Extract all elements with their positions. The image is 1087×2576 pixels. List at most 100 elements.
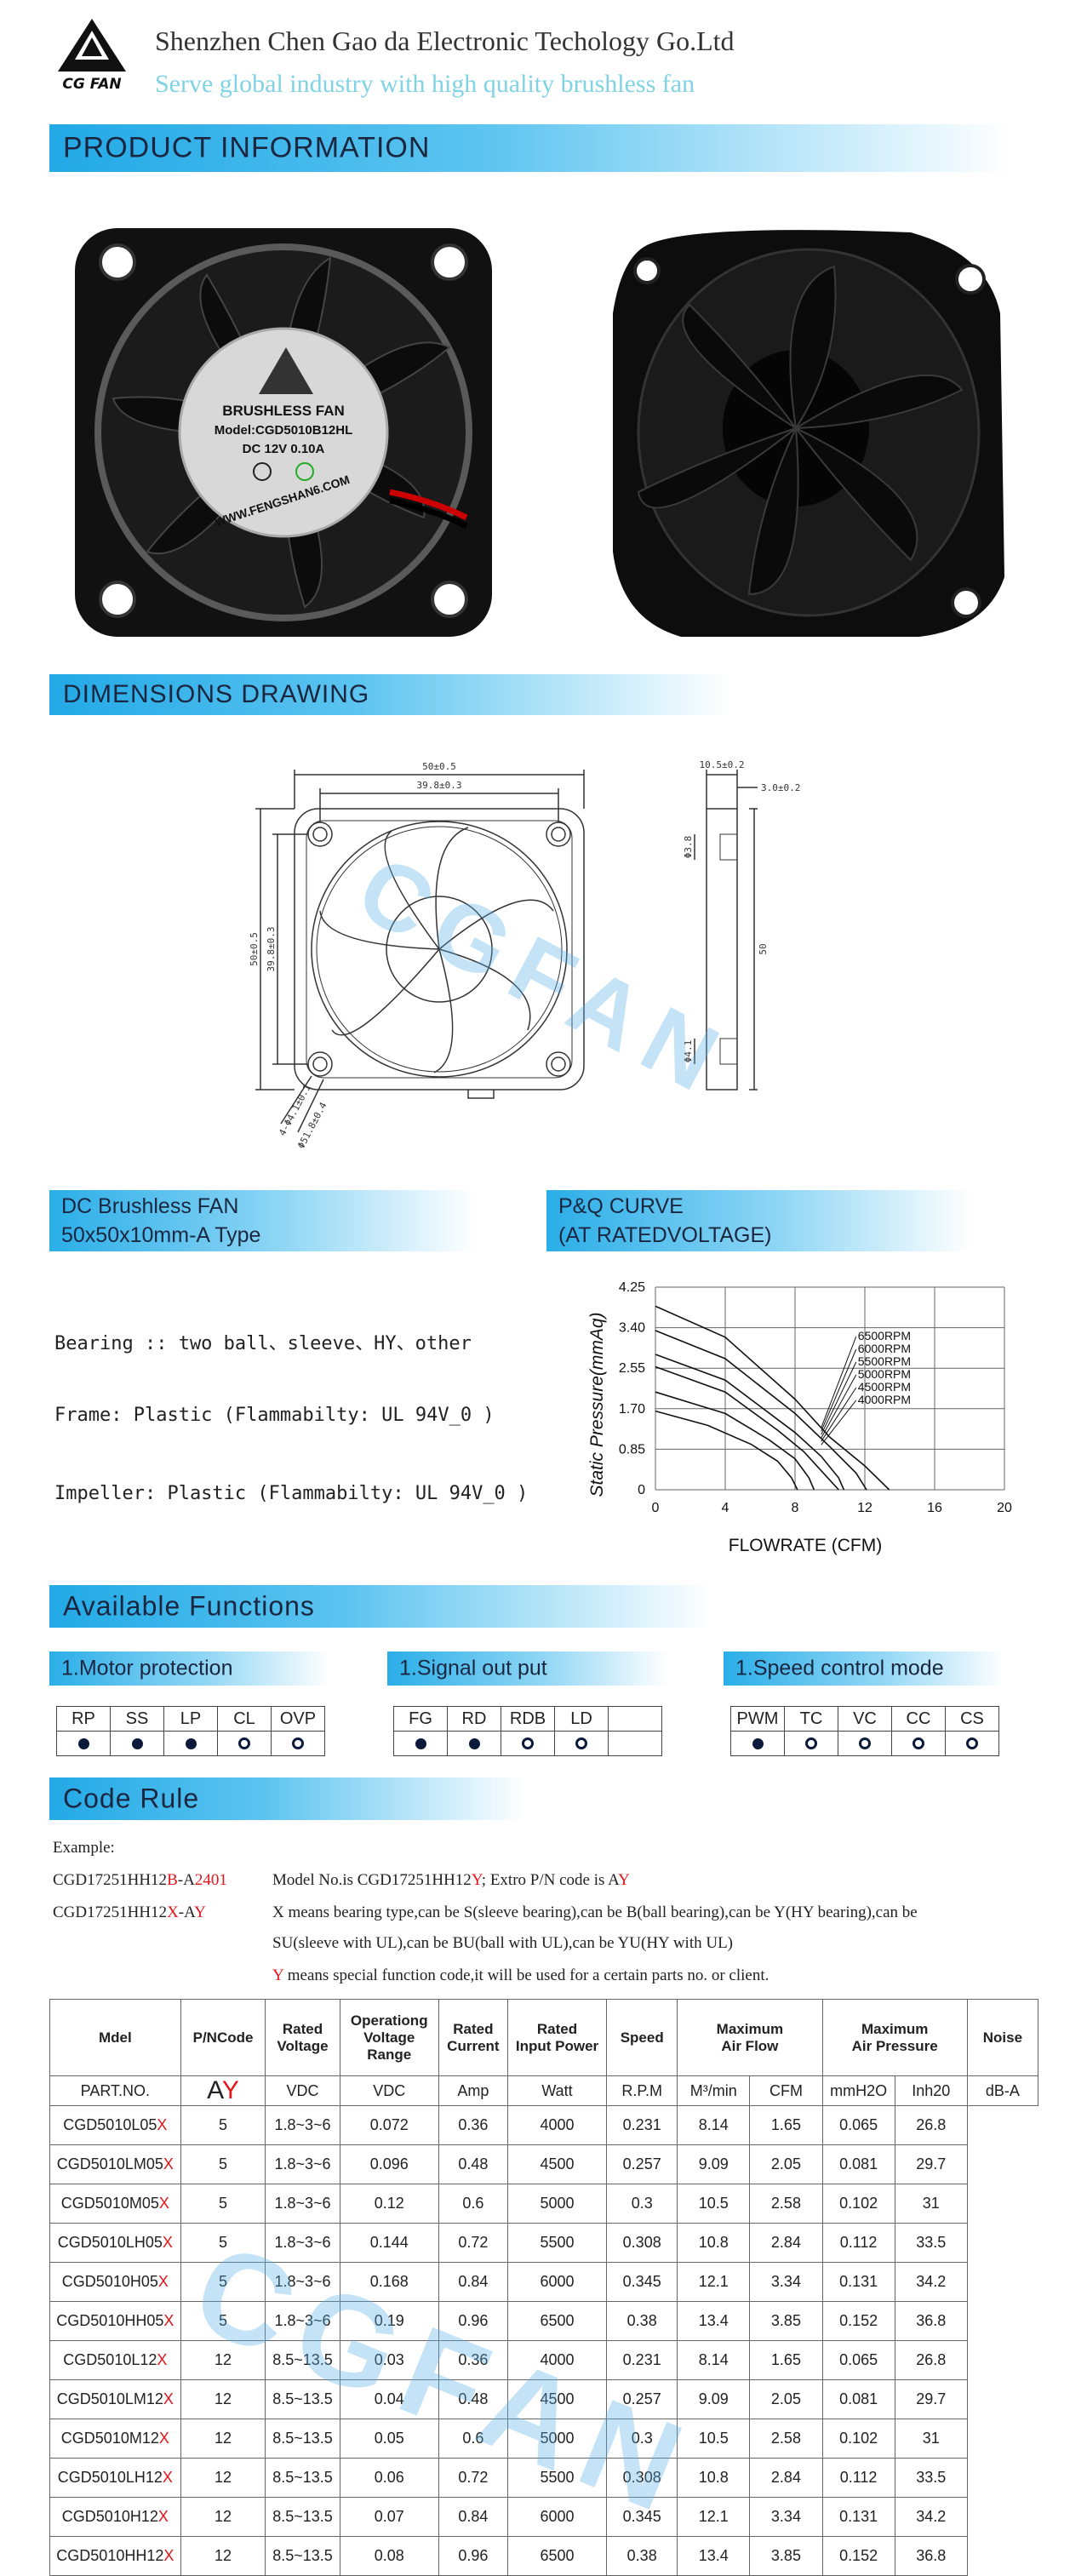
x-desc-2: SU(sleeve with UL),can be BU(ball with U… [272, 1934, 733, 1952]
cell-watt: 0.36 [438, 2105, 508, 2145]
cell-watt: 0.48 [438, 2144, 508, 2184]
model-cell: CGD5010LM05X [49, 2144, 181, 2184]
cell-rpm: 5500 [506, 2458, 608, 2498]
col-header-model: Mdel [49, 1999, 181, 2076]
func-header: LP [163, 1706, 218, 1732]
section-product-info: PRODUCT INFORMATION [49, 124, 1011, 172]
model-cell: CGD5010L12X [49, 2340, 181, 2380]
cell-m3: 0.308 [606, 2458, 678, 2498]
section-title: Available Functions [63, 1590, 315, 1622]
cell-m3: 0.3 [606, 2184, 678, 2224]
cell-watt: 0.72 [438, 2458, 508, 2498]
fan-type-bar: DC Brushless FAN 50x50x10mm-A Type [49, 1190, 475, 1251]
speed-control-bar: 1.Speed control mode [724, 1652, 1004, 1686]
cell-inh2o: 0.102 [821, 2184, 895, 2224]
func-header: RP [56, 1706, 111, 1732]
cell-range: 8.5~13.5 [265, 2458, 340, 2498]
cell-range: 8.5~13.5 [265, 2340, 340, 2380]
cell-dba: 36.8 [894, 2301, 968, 2341]
pq-ytick: 3.40 [619, 1321, 645, 1336]
fan-label-title: BRUSHLESS FAN [222, 403, 345, 419]
pq-ytick: 0 [638, 1483, 645, 1497]
cell-amp: 0.096 [339, 2144, 439, 2184]
fan-type-line2: 50x50x10mm-A Type [61, 1223, 261, 1247]
cell-cfm: 10.8 [677, 2458, 751, 2498]
cell-m3: 0.231 [606, 2340, 678, 2380]
pq-ytick: 4.25 [619, 1280, 645, 1295]
pq-series-line [655, 1410, 798, 1491]
cell-dba: 31 [894, 2184, 968, 2224]
model-cell: CGD5010LH05X [49, 2223, 181, 2263]
section-available-functions: Available Functions [49, 1585, 713, 1628]
func-header: RDB [501, 1706, 555, 1732]
pq-legend-label: 4500RPM [858, 1380, 911, 1394]
cell-range: 8.5~13.5 [265, 2379, 340, 2419]
cell-range: 1.8~3~6 [265, 2105, 340, 2145]
cell-dba: 33.5 [894, 2223, 968, 2263]
open-dot-icon [238, 1737, 250, 1750]
filled-dot-icon [752, 1737, 764, 1749]
dim-side-height: 50 [758, 943, 769, 954]
model-cell: CGD5010HH05X [49, 2301, 181, 2341]
pq-series-line [655, 1365, 839, 1491]
pq-leader-line [821, 1361, 857, 1435]
cell-watt: 0.48 [438, 2379, 508, 2419]
cell-inh2o: 0.081 [821, 2379, 895, 2419]
func-header: SS [110, 1706, 164, 1732]
cell-v: 12 [180, 2536, 266, 2576]
open-dot-icon [522, 1737, 534, 1750]
motor-protection-bar: 1.Motor protection [49, 1652, 330, 1686]
cell-m3: 0.345 [606, 2262, 678, 2302]
pq-xtick: 4 [722, 1501, 729, 1515]
fan-type-line1: DC Brushless FAN [61, 1194, 239, 1218]
cell-v: 12 [180, 2497, 266, 2537]
pq-ylabel: Static Pressure(mmAq) [587, 1312, 607, 1497]
cell-mmh2o: 2.84 [749, 2223, 823, 2263]
company-name: Shenzhen Chen Gao da Electronic Techolog… [155, 26, 735, 56]
pq-xtick: 12 [857, 1501, 872, 1515]
pq-leader-line [821, 1348, 857, 1432]
cell-amp: 0.072 [339, 2105, 439, 2145]
cell-range: 1.8~3~6 [265, 2223, 340, 2263]
cell-mmh2o: 2.05 [749, 2379, 823, 2419]
open-dot-icon [292, 1737, 304, 1750]
cell-cfm: 10.8 [677, 2223, 751, 2263]
cell-mmh2o: 2.58 [749, 2419, 823, 2459]
cell-range: 1.8~3~6 [265, 2144, 340, 2184]
spec-bearing: Bearing :: two ball、sleeve、HY、other [54, 1333, 472, 1354]
cell-mmh2o: 3.34 [749, 2262, 823, 2302]
model-cell: CGD5010HH12X [49, 2536, 181, 2576]
cell-cfm: 12.1 [677, 2262, 751, 2302]
cell-cfm: 13.4 [677, 2301, 751, 2341]
cell-cfm: 13.4 [677, 2536, 751, 2576]
dim-hole-spacing: 39.8±0.3 [417, 780, 462, 791]
fan-label-rating: DC 12V 0.10A [243, 442, 325, 456]
cell-m3: 0.257 [606, 2379, 678, 2419]
cell-mmh2o: 1.65 [749, 2105, 823, 2145]
filled-dot-icon [131, 1737, 143, 1749]
unit-cell: PART.NO. [49, 2075, 181, 2106]
unit-cell: VDC [265, 2075, 340, 2106]
cell-m3: 0.3 [606, 2419, 678, 2459]
fan-front-image: BRUSHLESS FAN Model:CGD5010B12HL DC 12V … [66, 220, 501, 645]
func-header: RD [447, 1706, 501, 1732]
cell-watt: 0.72 [438, 2223, 508, 2263]
cell-mmh2o: 2.05 [749, 2144, 823, 2184]
cell-v: 5 [180, 2105, 266, 2145]
col-header-noise: Noise [966, 1999, 1039, 2076]
cell-cfm: 8.14 [677, 2340, 751, 2380]
section-dimensions: DIMENSIONS DRAWING [49, 674, 730, 715]
filled-dot-icon [415, 1737, 426, 1749]
cell-rpm: 6500 [506, 2536, 608, 2576]
cell-range: 1.8~3~6 [265, 2301, 340, 2341]
cell-dba: 26.8 [894, 2340, 968, 2380]
cell-v: 12 [180, 2340, 266, 2380]
filled-dot-icon [468, 1737, 480, 1749]
section-title: PRODUCT INFORMATION [63, 131, 431, 164]
logo-text: CG FAN [62, 76, 121, 92]
func-header [608, 1706, 662, 1732]
